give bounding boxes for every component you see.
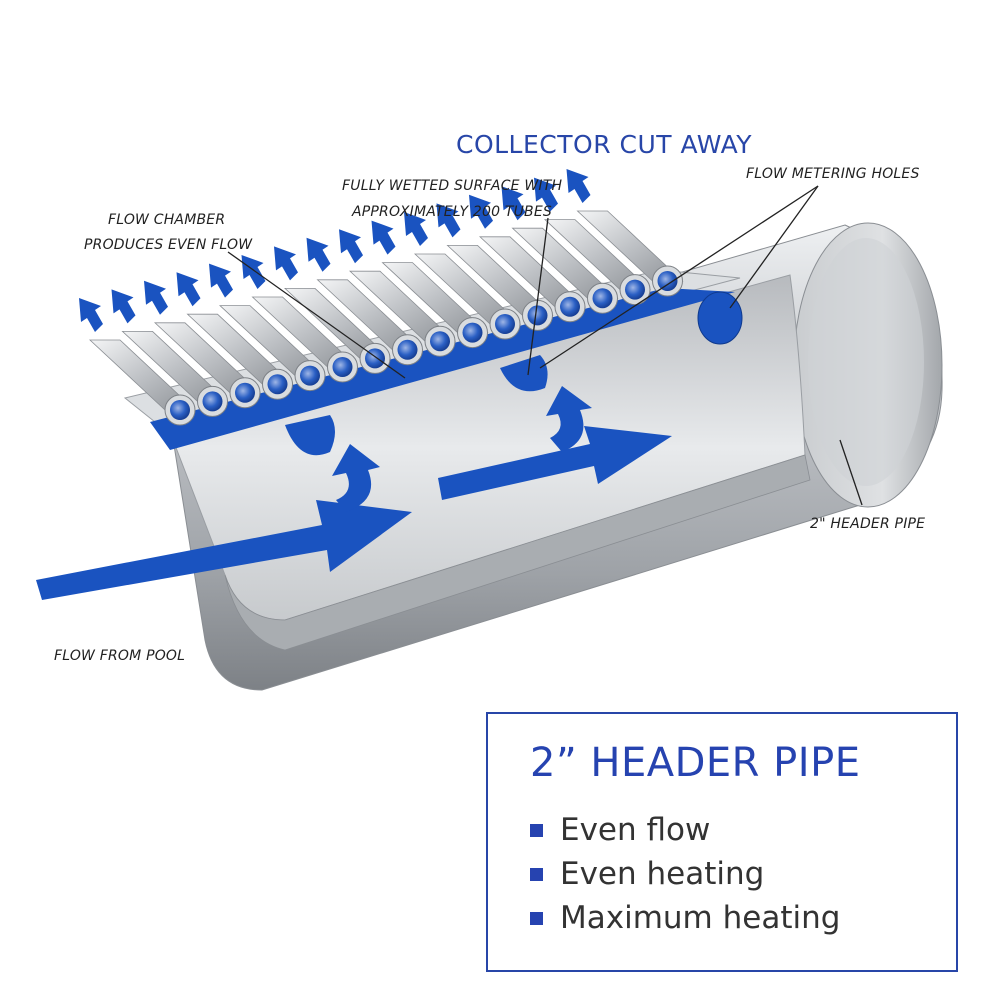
tube	[316, 279, 424, 366]
info-box-title: 2” HEADER PIPE	[530, 740, 861, 786]
bullet-square-icon	[530, 911, 543, 925]
tube	[218, 305, 327, 392]
label-header-pipe: 2" HEADER PIPE	[810, 516, 925, 532]
outflow-arrow	[241, 255, 266, 289]
tube	[478, 236, 587, 323]
inner-flow-arrow	[438, 426, 672, 500]
outflow-arrow	[274, 246, 298, 281]
bullet-square-icon	[530, 867, 543, 881]
outflow-arrow	[534, 177, 558, 212]
info-box-bullets: Even flow Even heating Maximum heating	[530, 808, 840, 940]
tube	[511, 227, 619, 314]
outflow-arrow	[469, 194, 493, 229]
outflow-arrow	[79, 298, 103, 332]
outflow-arrow	[371, 220, 396, 255]
tube	[381, 262, 489, 349]
outflow-arrow	[111, 289, 136, 324]
bullet-text: Even heating	[560, 856, 765, 892]
outflow-arrow	[339, 229, 363, 264]
label-flow-chamber-2: PRODUCES EVEN FLOW	[84, 237, 253, 253]
tube	[446, 245, 554, 331]
metering-hole-large	[697, 291, 743, 345]
curved-arrow-2	[546, 386, 592, 452]
label-wetted-surface-1: FULLY WETTED SURFACE WITH	[342, 178, 562, 194]
tube	[413, 253, 522, 340]
list-item: Maximum heating	[530, 896, 840, 940]
outflow-arrow	[176, 272, 201, 307]
tube	[153, 322, 262, 409]
label-wetted-surface-2: APPROXIMATELY 200 TUBES	[351, 204, 552, 220]
label-flow-from-pool: FLOW FROM POOL	[54, 648, 185, 664]
tube	[576, 210, 684, 297]
info-box: 2” HEADER PIPE Even flow Even heating Ma…	[486, 712, 958, 972]
outflow-arrow	[501, 186, 526, 221]
tube	[186, 313, 294, 400]
tube	[121, 331, 229, 417]
outflow-arrow	[566, 169, 591, 203]
outflow-arrow	[436, 203, 461, 238]
flow-arrows	[36, 386, 672, 600]
header-pipe	[123, 222, 943, 691]
leader-lines	[227, 185, 863, 506]
tube	[543, 219, 652, 306]
flow-chamber-blue	[150, 288, 735, 450]
outflow-arrow	[404, 212, 428, 246]
bullet-text: Even flow	[560, 812, 711, 848]
outflow-arrow	[144, 280, 168, 315]
label-metering-holes: FLOW METERING HOLES	[746, 166, 920, 182]
outflow-arrow	[209, 263, 233, 298]
bullet-text: Maximum heating	[560, 900, 841, 936]
list-item: Even flow	[530, 808, 840, 852]
inflow-arrow	[36, 500, 412, 600]
diagram-title: COLLECTOR CUT AWAY	[456, 130, 752, 159]
list-item: Even heating	[530, 852, 840, 896]
tube	[348, 270, 457, 357]
label-flow-chamber-1: FLOW CHAMBER	[108, 212, 225, 228]
tube	[251, 296, 359, 383]
curved-arrow-1	[332, 444, 380, 512]
tube	[88, 339, 197, 426]
outflow-arrows	[79, 169, 591, 332]
outflow-arrow	[306, 237, 331, 272]
collector-tubes	[88, 210, 684, 426]
bullet-square-icon	[530, 823, 543, 837]
